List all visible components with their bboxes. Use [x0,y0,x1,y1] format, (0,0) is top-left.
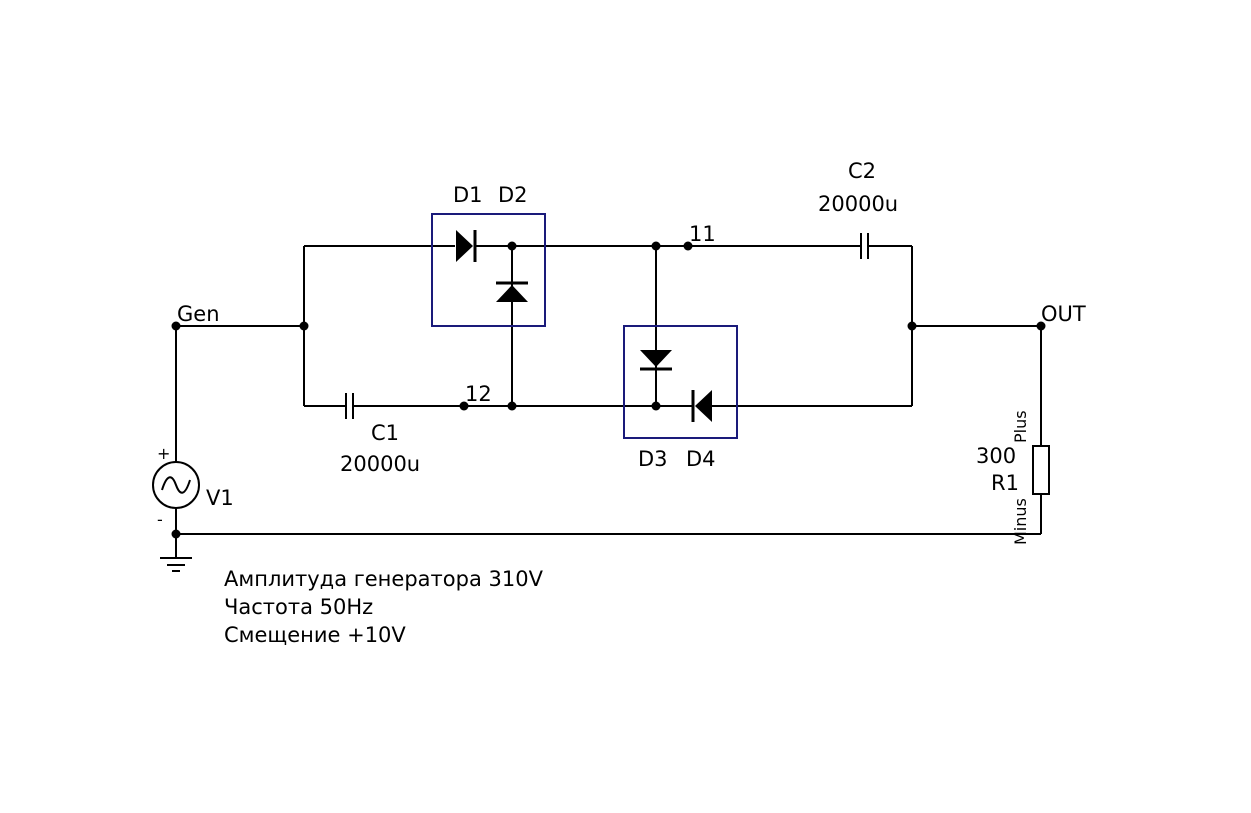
label-r1-name: R1 [991,471,1019,495]
node-out [1036,321,1046,331]
diode-d4[interactable] [691,390,712,422]
node-d2-bottom [507,401,517,411]
label-r1-plus: Plus [1011,410,1030,443]
label-node-11: 11 [689,222,716,246]
label-c2-name: C2 [848,159,876,183]
label-r1-value: 300 [976,444,1016,468]
resistor-r1[interactable] [1032,445,1050,495]
label-out: OUT [1041,302,1086,326]
capacitor-c2[interactable] [860,233,869,259]
capacitor-c1[interactable] [345,393,354,419]
d1-d2-package[interactable] [431,213,546,327]
diode-d2[interactable] [496,281,528,302]
node-gen [171,321,181,331]
label-d1: D1 [453,183,483,207]
label-r1-minus: Minus [1011,498,1030,545]
note-amplitude: Амплитуда генератора 310V [224,567,544,591]
d3-d4-package[interactable] [623,325,738,439]
label-c1-value: 20000u [340,452,420,476]
node-d3-bottom [651,401,661,411]
voltage-source-v1[interactable] [152,461,200,509]
node-11 [683,241,693,251]
label-d4: D4 [686,447,716,471]
diode-d3[interactable] [640,350,672,371]
label-gen: Gen [177,302,220,326]
label-c2-value: 20000u [818,192,898,216]
diode-d1[interactable] [456,230,477,262]
label-c1-name: C1 [371,421,399,445]
node-12 [459,401,469,411]
label-d2: D2 [498,183,528,207]
node-ground [171,529,181,539]
note-frequency: Частота 50Hz [224,595,373,619]
wires [175,245,1042,558]
label-v1-plus: + [157,444,170,463]
node-right-bus [907,321,917,331]
label-d3: D3 [638,447,668,471]
node-left-bus [299,321,309,331]
note-offset: Смещение +10V [224,623,406,647]
node-d3-top [651,241,661,251]
node-d2-top [507,241,517,251]
junctions [171,241,1046,539]
sine-wave-icon [161,476,191,494]
ground-icon [160,557,192,572]
label-v1: V1 [206,486,234,510]
label-node-12: 12 [465,382,492,406]
label-v1-minus: - [157,510,163,529]
